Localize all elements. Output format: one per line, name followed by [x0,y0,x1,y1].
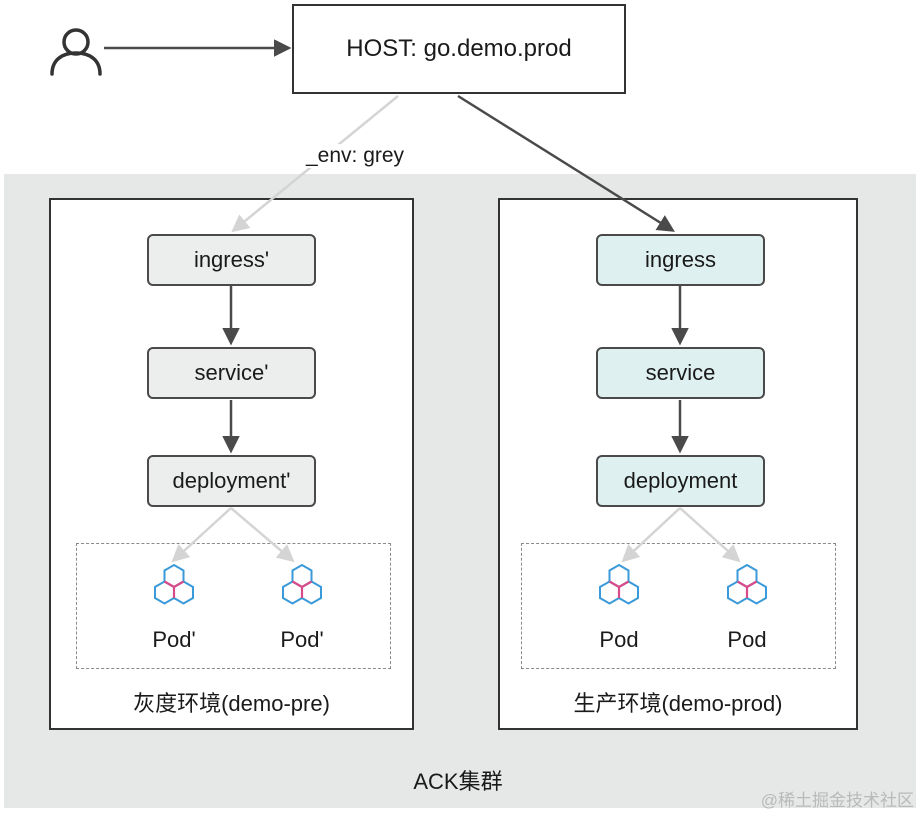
host-box: HOST: go.demo.prod [292,4,626,94]
watermark-text: @稀土掘金技术社区 [760,791,914,810]
prod-ingress-node: ingress [596,234,765,286]
prod-ingress-label: ingress [645,247,716,272]
prod-pod-group [521,543,836,669]
env-grey-header-label: _env: grey [304,144,407,168]
pod-hexagon-icon [727,563,767,605]
user-icon [50,28,102,76]
host-label: HOST: go.demo.prod [346,35,572,62]
ack-cluster-label: ACK集群 [413,769,503,794]
prod-deployment-node: deployment [596,455,765,507]
grey-deployment-to-pod1-arrow [171,507,232,563]
grey-service-node: service' [147,347,316,399]
grey-env-title: 灰度环境(demo-pre) [133,691,330,716]
host-to-prod-ingress-arrow [457,94,675,232]
grey-service-label: service' [194,360,269,385]
prod-deployment-to-pod1-arrow [621,507,681,563]
prod-pod-label: Pod [727,627,767,652]
grey-ingress-label: ingress' [193,247,270,272]
prod-deployment-label: deployment [623,468,738,493]
pod-hexagon-icon [154,563,194,605]
prod-pod-label: Pod [599,627,639,652]
prod-env-title: 生产环境(demo-prod) [573,691,783,716]
prod-service-label: service [645,360,716,385]
grey-deployment-node: deployment' [147,455,316,507]
grey-deployment-to-pod2-arrow [230,507,295,563]
grey-ingress-node: ingress' [147,234,316,286]
prod-deployment-to-pod2-arrow [679,507,741,563]
pod-hexagon-icon [282,563,322,605]
grey-pod-group [76,543,391,669]
grey-deployment-label: deployment' [172,468,291,493]
prod-service-node: service [596,347,765,399]
pod-hexagon-icon [599,563,639,605]
grey-pod-label: Pod' [152,627,196,652]
grey-pod-label: Pod' [280,627,324,652]
